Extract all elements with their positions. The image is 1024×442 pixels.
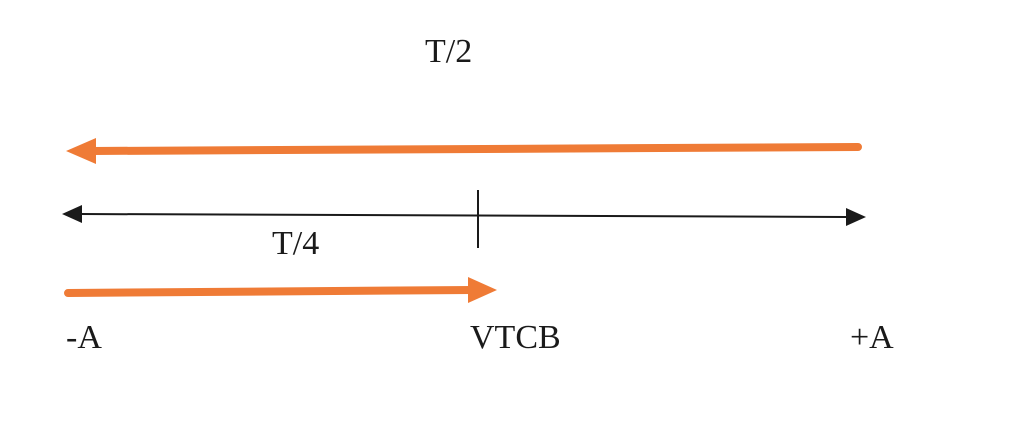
axis-shaft	[79, 213, 847, 218]
axis-line	[62, 190, 866, 248]
half-period-arrow	[66, 138, 862, 164]
quarter-period-arrow-head	[468, 277, 497, 303]
left-end-label: -A	[66, 319, 102, 356]
half-period-arrow-shaft	[88, 143, 862, 155]
quarter-period-arrow-shaft	[64, 286, 476, 297]
axis-right-arrowhead	[846, 208, 866, 226]
half-period-arrow-head	[66, 138, 96, 164]
quarter-period-arrow	[64, 277, 497, 303]
half-period-label: T/2	[425, 33, 472, 70]
right-end-label: +A	[850, 319, 894, 356]
axis-left-arrowhead	[62, 205, 82, 223]
quarter-period-label: T/4	[272, 225, 319, 262]
center-label: VTCB	[470, 319, 561, 356]
